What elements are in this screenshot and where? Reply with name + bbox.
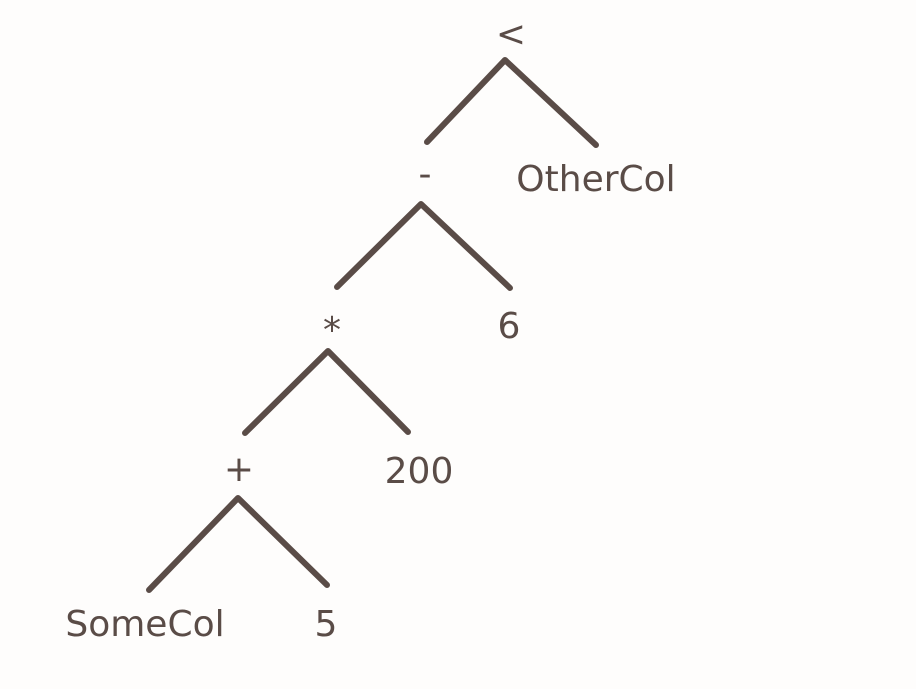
node-othercol: OtherCol: [516, 159, 675, 200]
edge-plus-branches: [146, 495, 330, 593]
node-five: 5: [315, 604, 338, 645]
node-minus: -: [419, 154, 432, 195]
node-twohundred: 200: [385, 451, 454, 492]
edge-lt-branches: [424, 57, 599, 148]
edge-times-branches: [242, 348, 411, 436]
node-six: 6: [498, 306, 521, 347]
node-somecol: SomeCol: [65, 604, 224, 645]
node-lt: <: [496, 14, 526, 55]
node-times: *: [323, 310, 341, 351]
edge-minus-branches: [334, 201, 513, 291]
node-plus: +: [224, 449, 254, 490]
